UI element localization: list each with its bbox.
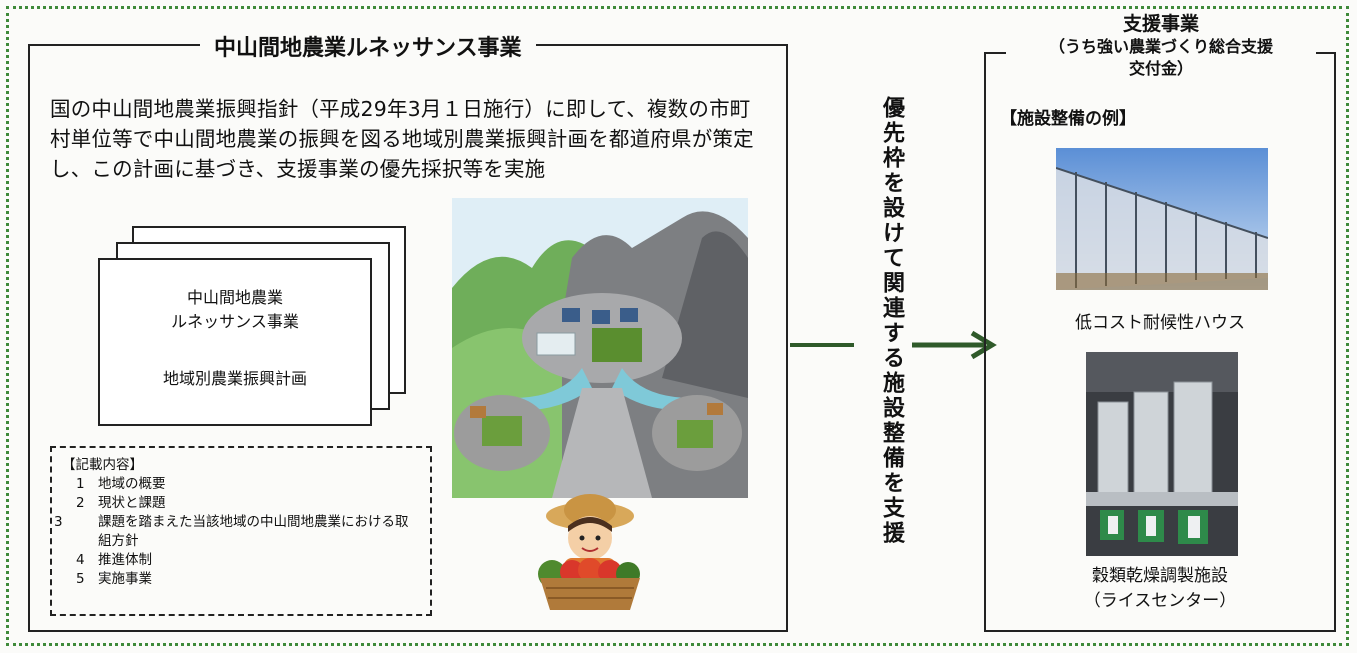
farmer-with-vegetables-illustration bbox=[538, 494, 640, 610]
rice-center-caption-line2: （ライスセンター） bbox=[1083, 591, 1237, 611]
support-project-title: 支援事業 bbox=[1122, 13, 1199, 35]
connector-label: 優先枠を設けて関連する施設整備を支援 bbox=[879, 96, 904, 546]
support-project-heading: 支援事業 （うち強い農業づくり総合支援 交付金） bbox=[1006, 12, 1316, 80]
outer-frame bbox=[6, 6, 1349, 646]
plan-title-line1: 中山間地農業 bbox=[186, 288, 283, 307]
greenhouse-photo bbox=[1056, 148, 1268, 290]
rice-center-caption: 穀類乾燥調製施設 （ライスセンター） bbox=[1000, 564, 1320, 614]
plan-document-title: 中山間地農業 ルネッサンス事業 bbox=[98, 286, 372, 334]
connector-line bbox=[790, 343, 854, 347]
plan-title-line2: ルネッサンス事業 bbox=[171, 312, 299, 331]
facility-examples-label: 【施設整備の例】 bbox=[1000, 109, 1136, 129]
arrow-right-icon bbox=[912, 330, 997, 360]
renaissance-project-title: 中山間地農業ルネッサンス事業 bbox=[200, 30, 536, 62]
mountain-village-illustration bbox=[452, 198, 748, 498]
rice-center-photo bbox=[1086, 352, 1238, 556]
project-intro-text: 国の中山間地農業振興指針（平成29年3月１日施行）に即して、複数の市町村単位等で… bbox=[50, 97, 754, 181]
greenhouse-caption: 低コスト耐候性ハウス bbox=[1075, 313, 1245, 333]
plan-document-subtitle: 地域別農業振興計画 bbox=[162, 369, 307, 388]
rice-center-caption-line1: 穀類乾燥調製施設 bbox=[1092, 566, 1228, 586]
plan-sheet-front bbox=[98, 258, 372, 426]
support-project-subtitle-2: 交付金） bbox=[1128, 59, 1193, 78]
support-project-subtitle-1: （うち強い農業づくり総合支援 bbox=[1048, 37, 1273, 56]
contents-heading: 【記載内容】 bbox=[62, 457, 143, 473]
